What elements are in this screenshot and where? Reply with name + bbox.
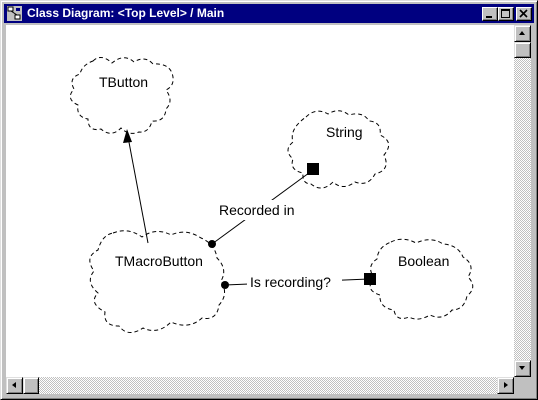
class-cloud-tmacrobutton[interactable]: [89, 230, 225, 333]
association-label-recorded-in[interactable]: Recorded in: [219, 202, 295, 218]
minimize-icon: [486, 16, 492, 18]
scrollbar-corner: [514, 377, 531, 394]
minimize-button[interactable]: [482, 7, 498, 21]
inheritance-arrowhead: [123, 129, 132, 143]
vertical-scrollbar[interactable]: [514, 25, 531, 377]
class-label-string: String: [326, 124, 363, 140]
title-bar[interactable]: Class Diagram: <Top Level> / Main: [4, 4, 534, 23]
scroll-down-button[interactable]: [514, 360, 531, 377]
association-label-bg-is-recording: [247, 272, 342, 292]
horizontal-scrollbar[interactable]: [6, 377, 514, 394]
inheritance-line[interactable]: [127, 136, 149, 244]
diagram-svg: TButton String TMacroButton Boolean Reco…: [69, 57, 474, 333]
maximize-button[interactable]: [498, 7, 514, 21]
scroll-right-button[interactable]: [497, 377, 514, 394]
maximize-icon: [501, 9, 510, 18]
association-label-is-recording[interactable]: Is recording?: [250, 274, 331, 290]
class-label-boolean: Boolean: [398, 253, 449, 269]
class-diagram-icon: [7, 6, 22, 21]
class-label-tmacrobutton: TMacroButton: [115, 253, 203, 269]
close-icon: [519, 9, 528, 18]
association-end-square-is-recording: [364, 273, 376, 285]
left-arrow-icon: [12, 382, 16, 388]
right-arrow-icon: [504, 382, 508, 388]
association-label-bg-recorded-in: [217, 200, 303, 220]
class-cloud-boolean[interactable]: [369, 238, 474, 320]
horizontal-scroll-thumb[interactable]: [23, 377, 39, 394]
association-end-square-recorded-in: [307, 163, 319, 175]
diagram-canvas[interactable]: TButton String TMacroButton Boolean Reco…: [6, 25, 514, 377]
down-arrow-icon: [519, 366, 525, 370]
close-button[interactable]: [516, 7, 532, 21]
association-end-dot-recorded-in: [208, 240, 216, 248]
class-cloud-string[interactable]: [287, 110, 390, 189]
up-arrow-icon: [519, 31, 525, 35]
vertical-scroll-thumb[interactable]: [514, 42, 531, 58]
class-cloud-tbutton[interactable]: [69, 57, 174, 134]
window-title: Class Diagram: <Top Level> / Main: [27, 6, 225, 20]
scroll-left-button[interactable]: [6, 377, 23, 394]
association-end-dot-is-recording: [221, 281, 229, 289]
class-label-tbutton: TButton: [99, 74, 148, 90]
scroll-up-button[interactable]: [514, 25, 531, 42]
